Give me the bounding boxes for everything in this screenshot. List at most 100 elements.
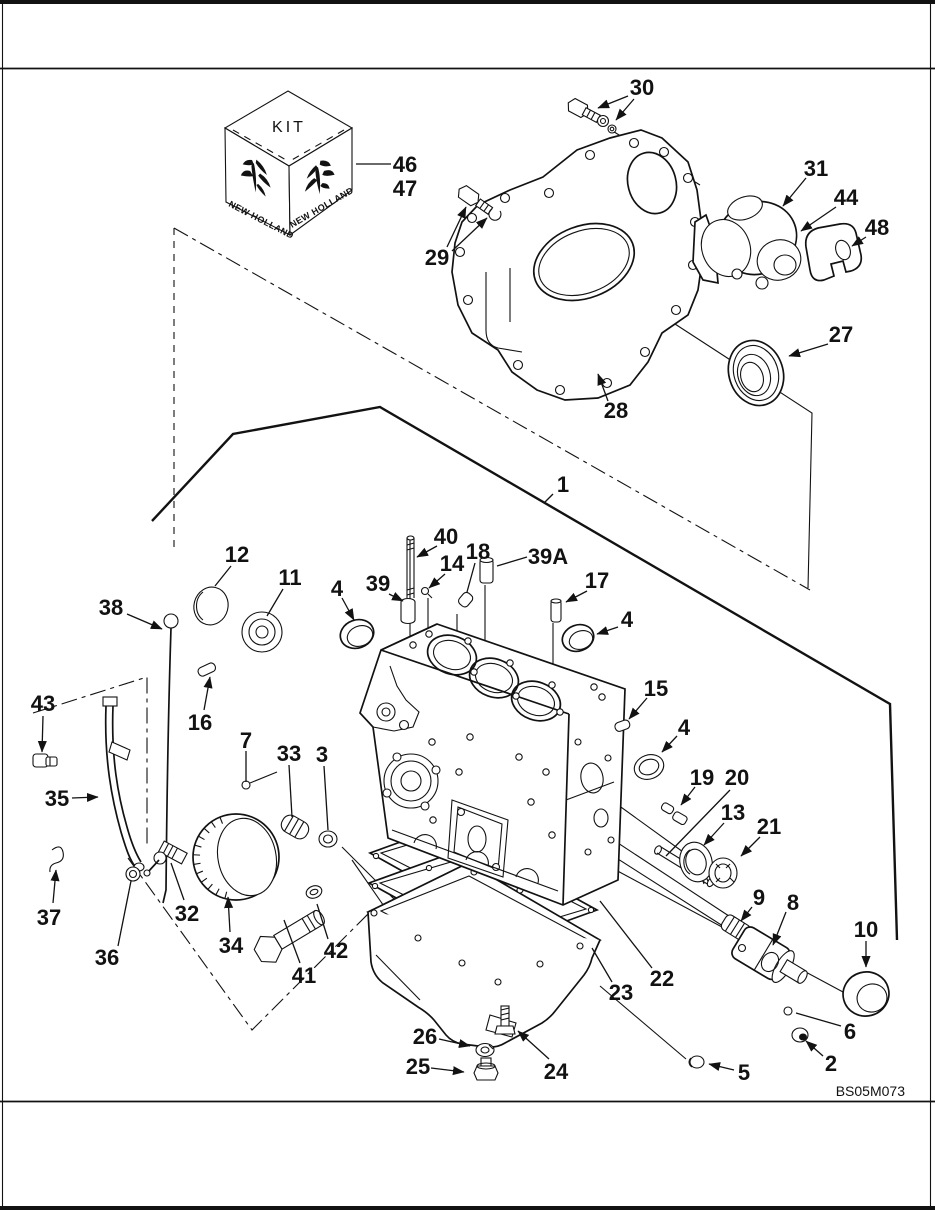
pin-14 (420, 586, 433, 599)
leader-1 (543, 493, 554, 504)
leader-31 (782, 177, 807, 207)
callout-40: 40 (434, 524, 458, 549)
dipstick-tube (102, 696, 145, 872)
leader-13 (703, 822, 725, 846)
leader-14 (428, 573, 446, 589)
leader-24 (517, 1030, 550, 1060)
group1-phantom-diagonal (173, 227, 811, 591)
leader-44 (800, 206, 837, 232)
callout-36: 36 (95, 945, 119, 970)
leader-8 (772, 911, 787, 946)
callout-2: 2 (825, 1051, 837, 1076)
flywheel-housing-plate (451, 129, 704, 401)
callout-9: 9 (753, 885, 765, 910)
bearing-13 (679, 841, 713, 883)
leader-6 (795, 1012, 842, 1027)
oil-filter (192, 813, 280, 901)
tube-bracket (108, 741, 131, 761)
leader-5 (708, 1062, 735, 1072)
washer-21 (708, 857, 738, 889)
leader-36 (117, 880, 132, 947)
callout-17: 17 (585, 568, 609, 593)
leader-29 (451, 217, 488, 252)
callout-10: 10 (854, 917, 878, 942)
leader-23 (591, 947, 613, 983)
bolt-30-set (567, 97, 617, 134)
callout-18: 18 (466, 539, 490, 564)
callout-19: 19 (690, 765, 714, 790)
cap-4b (561, 623, 595, 653)
callout-3: 3 (316, 742, 328, 767)
leader-29 (446, 206, 467, 248)
leader-40 (416, 545, 438, 558)
pin-19 (660, 802, 688, 826)
pin-7 (241, 780, 251, 790)
drain-plug-25 (473, 1057, 499, 1081)
clip-37 (49, 846, 64, 873)
callout-29: 29 (425, 245, 449, 270)
leader-22 (599, 900, 653, 969)
o-ring-36 (125, 866, 141, 882)
callout-44: 44 (834, 185, 859, 210)
oil-pan (366, 862, 602, 1049)
starter-motor (692, 195, 802, 290)
callout-30: 30 (630, 75, 654, 100)
sleeve-39 (400, 597, 416, 625)
callout-41: 41 (292, 963, 316, 988)
washer-3 (318, 830, 338, 848)
dipstick (162, 613, 179, 904)
leader-32 (170, 862, 185, 901)
leader-30 (597, 95, 629, 109)
bottom-edge-bar (0, 1206, 935, 1210)
leader-18 (466, 562, 476, 593)
top-edge-bar (0, 0, 935, 4)
leader-3 (323, 765, 329, 831)
leader-42 (316, 903, 329, 940)
group1-right-corner (654, 310, 813, 589)
callout-48: 48 (865, 215, 889, 240)
leader-11 (266, 588, 284, 617)
kit-box: KIT NEW HOLLAND NEW HOLLAND (223, 90, 355, 241)
diagram-code: BS05M073 (836, 1083, 905, 1099)
leader-12 (214, 565, 232, 587)
leader-16 (203, 676, 213, 711)
callout-39: 39 (366, 571, 390, 596)
callout-4c: 4 (678, 715, 691, 740)
callout-7: 7 (240, 728, 252, 753)
leader-17 (565, 590, 588, 603)
filter-adapter-bolt-41 (253, 909, 325, 963)
drain-screw-24 (494, 1005, 516, 1035)
callout-8: 8 (787, 890, 799, 915)
callout-13: 13 (721, 800, 745, 825)
callout-32: 32 (175, 901, 199, 926)
callout-12: 12 (225, 542, 249, 567)
pump-body-8 (731, 926, 808, 984)
leader-19 (680, 786, 696, 806)
pin-15 (614, 719, 631, 732)
callout-31: 31 (804, 156, 828, 181)
callout-4b: 4 (621, 607, 634, 632)
dowel-39A (479, 556, 494, 584)
callout-1: 1 (557, 472, 569, 497)
callout-27: 27 (829, 322, 853, 347)
leader-25 (430, 1066, 465, 1076)
leader-4c (661, 735, 678, 753)
callout-42: 42 (324, 938, 348, 963)
coupling (804, 222, 863, 282)
leader-2 (805, 1040, 824, 1057)
plug-33 (280, 814, 310, 840)
group1-boundary (151, 405, 899, 941)
engine-block (359, 623, 626, 906)
callout-22: 22 (650, 966, 674, 991)
bushing-10 (842, 971, 890, 1017)
leader-28 (597, 373, 609, 402)
dowel-18 (457, 591, 474, 608)
leader-21 (740, 836, 761, 857)
leader-4a (341, 597, 355, 621)
leader-26 (438, 1038, 471, 1049)
cover-12 (193, 586, 229, 626)
callout-11: 11 (278, 565, 301, 590)
